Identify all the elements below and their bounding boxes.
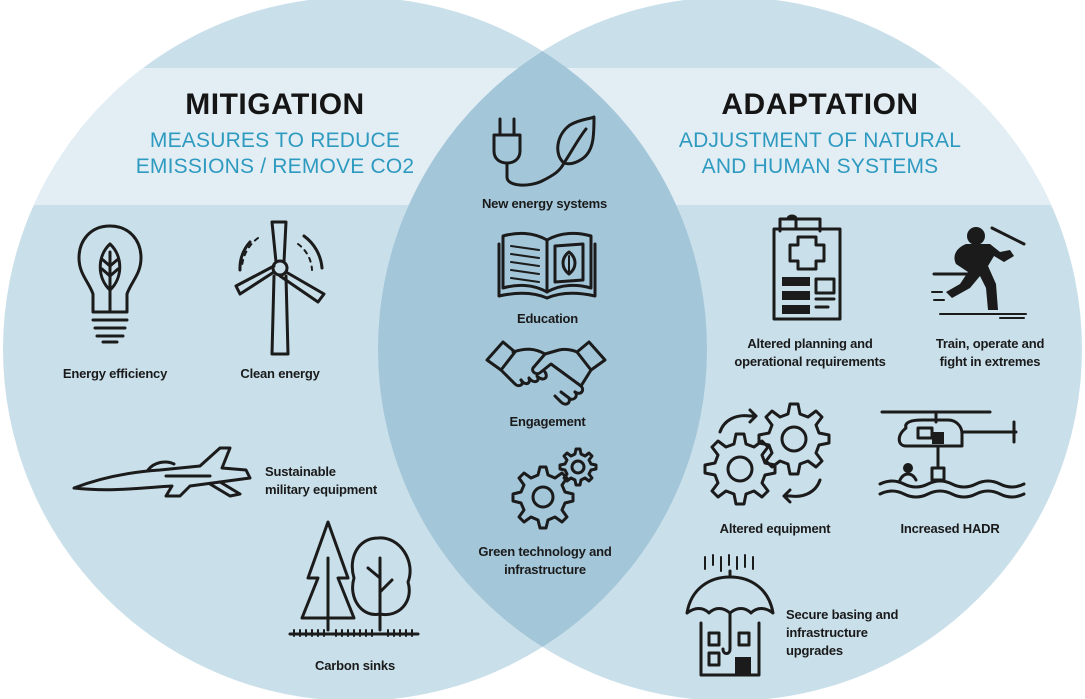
trees-icon (288, 518, 420, 648)
clipboard-medical-icon (768, 214, 846, 323)
mitigation-subtitle-line1: MEASURES TO REDUCE (149, 129, 401, 152)
mitigation-title: MITIGATION (185, 88, 365, 121)
secure-basing-label-line1: Secure basing and (786, 607, 899, 622)
altered-planning-label-line2: operational requirements (734, 354, 886, 369)
helicopter-rescue-icon (878, 408, 1028, 503)
gears-arrows-icon (700, 400, 840, 510)
soldier-icon (930, 222, 1030, 322)
gears-icon (500, 445, 600, 535)
adaptation-subtitle-line2: AND HUMAN SYSTEMS (701, 155, 939, 178)
plug-leaf-icon (490, 115, 600, 193)
train-operate-label-line1: Train, operate and (935, 336, 1045, 351)
green-technology-label-line1: Green technology and (478, 544, 612, 559)
mitigation-subtitle-line2: EMISSIONS / REMOVE CO2 (135, 155, 415, 178)
altered-equipment-label: Altered equipment (719, 521, 831, 536)
sustainable-equipment-label-line2: military equipment (265, 482, 377, 497)
increased-hadr-label: Increased HADR (900, 521, 1000, 536)
wind-turbine-icon (228, 218, 333, 358)
carbon-sinks-label: Carbon sinks (315, 658, 395, 673)
new-energy-systems-label: New energy systems (481, 196, 608, 211)
umbrella-building-icon (683, 553, 778, 678)
green-technology-label-line2: infrastructure (504, 562, 586, 577)
book-leaf-icon (497, 228, 597, 303)
adaptation-title: ADAPTATION (721, 88, 919, 121)
engagement-label: Engagement (509, 414, 586, 429)
sustainable-equipment-label-line1: Sustainable (265, 464, 336, 479)
handshake-icon (485, 338, 607, 408)
clean-energy-label: Clean energy (240, 366, 320, 381)
lightbulb-leaf-icon (75, 222, 145, 347)
secure-basing-label-line3: upgrades (786, 643, 843, 658)
fighter-jet-icon (70, 438, 255, 503)
energy-efficiency-label: Energy efficiency (62, 366, 168, 381)
altered-planning-label-line1: Altered planning and (747, 336, 873, 351)
adaptation-subtitle-line1: ADJUSTMENT OF NATURAL (678, 129, 962, 152)
education-label: Education (516, 311, 579, 326)
secure-basing-label-line2: infrastructure (786, 625, 868, 640)
train-operate-label-line2: fight in extremes (939, 354, 1041, 369)
